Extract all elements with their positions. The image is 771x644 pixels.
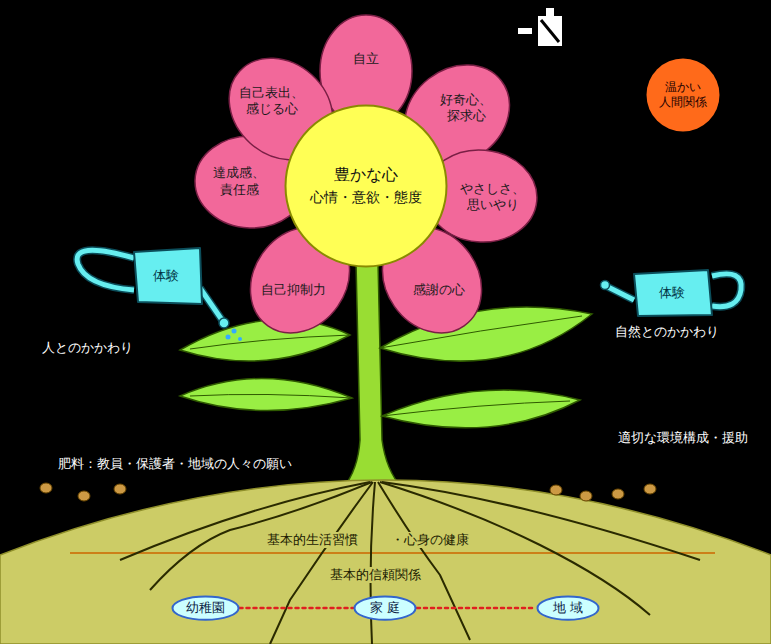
leaf [382, 390, 580, 428]
place-oval: 地 域 [536, 595, 600, 621]
soil-text: ・心身の健康 [388, 532, 472, 548]
can-outline [634, 270, 712, 316]
water-drop [238, 337, 242, 341]
water-drop [226, 335, 231, 340]
can-spout [608, 287, 634, 300]
can-outline [134, 248, 202, 304]
root [120, 482, 370, 560]
fertilizer-dot [612, 489, 624, 499]
petal-text: 達成感、 責任感 [213, 165, 265, 198]
soil-ground [0, 480, 771, 644]
place-oval: 幼稚園 [171, 595, 240, 621]
place-oval: 家 庭 [353, 595, 417, 621]
watering-can: 体験 [630, 268, 714, 318]
root [270, 482, 373, 644]
flower-center: 豊かな心心情・意欲・態度 [284, 104, 448, 268]
petal-text: 自立 [353, 51, 379, 67]
circle-outline [647, 59, 720, 132]
leaf [180, 378, 352, 410]
icon-part [538, 16, 562, 46]
center-text: 豊かな心 [334, 165, 398, 185]
petal-text: 自己表出、 感じる心 [239, 85, 304, 118]
place-text: 家 庭 [370, 600, 400, 616]
fertilizer-dot [78, 491, 90, 501]
icon-part [546, 8, 554, 16]
can-spout [200, 288, 222, 320]
fertilizer-dot [580, 491, 592, 501]
place-text: 幼稚園 [186, 600, 225, 616]
petal-text: やさしさ、 思いやり [460, 181, 525, 214]
water-drop [232, 329, 237, 334]
soil-line [70, 552, 715, 554]
root [382, 482, 700, 560]
oval-outline [355, 596, 416, 619]
dotted-connector [417, 607, 536, 610]
can-handle [77, 250, 134, 290]
can-text: 体験 [659, 285, 685, 301]
can-spout [608, 287, 634, 300]
dotted-connector [240, 607, 354, 610]
center-text: 心情・意欲・態度 [310, 189, 422, 207]
leaf-vein [190, 335, 350, 349]
circle-outline [286, 106, 447, 267]
leaf [180, 320, 350, 361]
oval-outline [538, 596, 599, 619]
soil-text: 基本的生活習慣 [264, 532, 361, 548]
can-handle [712, 274, 741, 307]
petal-text: 自己抑制力 [261, 282, 326, 298]
note-label: 肥料：教員・保護者・地域の人々の願い [58, 456, 292, 472]
place-text: 地 域 [553, 600, 583, 616]
can-nozzle [219, 318, 229, 328]
soil-band: 基本的生活習慣 ・心身の健康基本的信頼関係幼稚園 家 庭 地 域 [0, 465, 771, 644]
fertilizer-dot [40, 483, 52, 493]
fertilizer-dot [550, 485, 562, 495]
leaf-vein [382, 401, 570, 416]
petal-text: 感謝の心 [413, 282, 465, 298]
circle-shape [284, 104, 448, 268]
can-text: 体験 [153, 268, 179, 284]
icon-part [518, 28, 532, 34]
note-label: 自然とのかかわり [615, 324, 719, 340]
leaf-vein [190, 394, 352, 398]
sun-circle: 温かい 人間関係 [645, 57, 721, 133]
oval-outline [172, 596, 238, 619]
fertilizer-dot [114, 484, 126, 494]
root [380, 482, 650, 615]
note-label: 人とのかかわり [42, 340, 133, 356]
can-spout [200, 288, 222, 320]
sun-text: 温かい 人間関係 [659, 80, 707, 110]
watering-can: 体験 [128, 246, 204, 306]
soil-text: 基本的信頼関係 [327, 567, 424, 583]
can-handle [77, 250, 134, 290]
icon-part [541, 20, 559, 42]
can-handle [712, 274, 741, 307]
petal-text: 好奇心、 探求心 [440, 92, 492, 125]
note-label: 適切な環境構成・援助 [618, 430, 748, 446]
fertilizer-dot [644, 484, 656, 494]
can-nozzle [601, 281, 610, 290]
